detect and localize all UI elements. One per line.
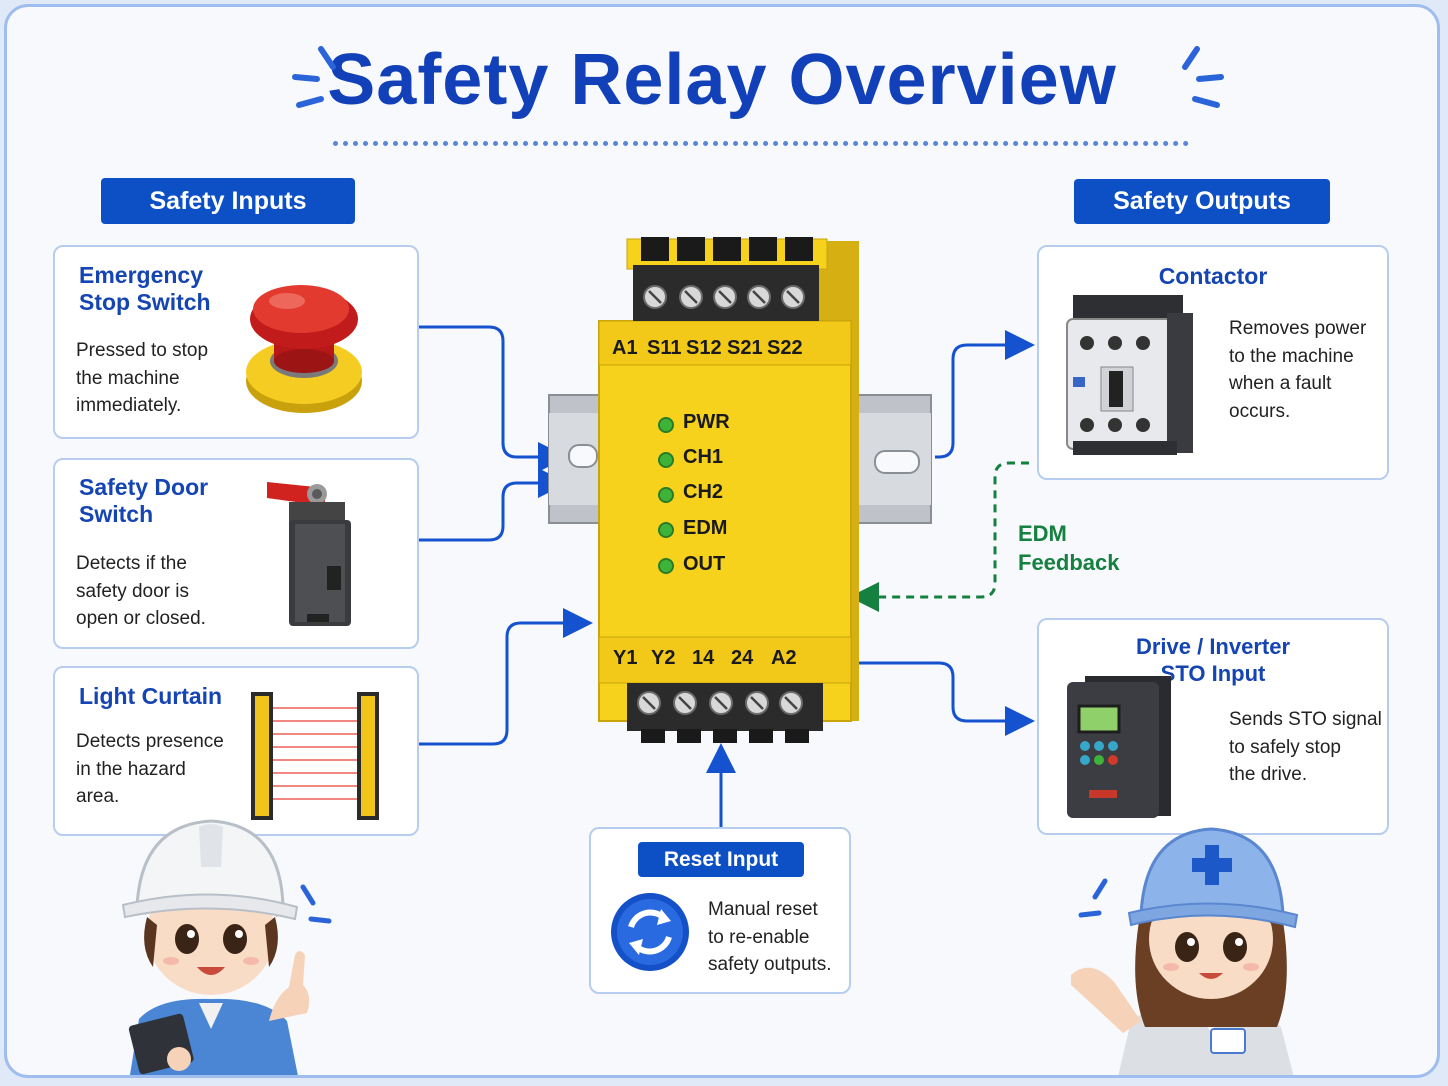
drive-title: Drive / Inverter STO Input [1135, 634, 1291, 686]
contactor-title: Contactor [1158, 263, 1268, 289]
reset-icon [611, 893, 689, 971]
engineer-boy-illustration [121, 819, 332, 1075]
reset-description: Manual reset to re-enable safety outputs… [708, 899, 832, 975]
safety-outputs-header: Safety Outputs [1074, 179, 1330, 224]
title-sparkle-right-icon [1182, 46, 1224, 108]
safety-door-description: Detects if the safety door is open or cl… [76, 553, 206, 629]
door-switch-icon [267, 482, 351, 626]
terminal-label-s12: S12 [686, 337, 722, 359]
light-curtain-description: Detects presence in the hazard area. [76, 731, 224, 807]
drive-inverter-icon [1067, 676, 1171, 818]
emergency-stop-description: Pressed to stop the machine immediately. [76, 340, 209, 416]
safety-inputs-header: Safety Inputs [101, 178, 355, 224]
emergency-stop-card: Emergency Stop Switch Pressed to stop th… [53, 245, 419, 439]
engineer-girl-illustration [1071, 827, 1299, 1075]
reset-input-header: Reset Input [638, 842, 804, 877]
emergency-stop-button-icon [246, 285, 362, 413]
light-curtain-title: Light Curtain [79, 683, 223, 709]
connector-lines [419, 325, 1035, 827]
connector-drive [852, 661, 1035, 736]
light-curtain-card: Light Curtain Detects presence in the ha… [53, 666, 419, 836]
emergency-stop-title: Emergency Stop Switch [79, 262, 211, 315]
connector-door-switch [419, 468, 568, 542]
page-title: Safety Relay Overview [327, 40, 1117, 120]
connector-light-curtain [419, 608, 593, 746]
terminal-label-s22: S22 [767, 337, 803, 359]
connector-contactor [935, 330, 1035, 459]
led-label-edm: EDM [683, 517, 728, 539]
terminal-label-y1: Y1 [613, 647, 638, 669]
terminal-label-y2: Y2 [651, 647, 676, 669]
terminal-label-24: 24 [731, 647, 754, 669]
terminal-label-s11: S11 [647, 337, 682, 359]
safety-door-title: Safety Door Switch [79, 474, 209, 527]
contactor-card: Contactor Removes power to the machine w… [1037, 245, 1389, 480]
title-sparkle-left-icon [292, 46, 336, 108]
reset-card: Reset Input Manual reset to re-enable sa… [589, 827, 851, 994]
terminal-label-14: 14 [692, 647, 715, 669]
terminal-label-a2: A2 [771, 647, 797, 669]
contactor-icon [1066, 295, 1193, 455]
led-label-ch2: CH2 [683, 481, 724, 503]
led-label-out: OUT [683, 553, 726, 575]
safety-relay-module [548, 237, 932, 743]
relay-leds [658, 417, 674, 574]
drive-description: Sends STO signal to safely stop the driv… [1229, 709, 1382, 785]
led-label-ch1: CH1 [683, 446, 724, 468]
led-label-pwr: PWR [683, 411, 730, 433]
light-curtain-icon [251, 692, 379, 820]
drive-card: Drive / Inverter STO Input Sends STO sig… [1037, 618, 1389, 835]
title-divider [333, 141, 1189, 146]
terminal-label-a1: A1 [612, 337, 638, 359]
terminal-label-s21: S21 [727, 337, 763, 359]
safety-door-card: Safety Door Switch Detects if the safety… [53, 458, 419, 649]
connector-emergency-stop [419, 325, 568, 472]
contactor-description: Removes power to the machine when a faul… [1229, 318, 1367, 422]
edm-feedback-label: EDM Feedback [1018, 521, 1120, 575]
diagram-frame: Safety Relay Overview Safety Inputs Safe… [4, 4, 1440, 1078]
